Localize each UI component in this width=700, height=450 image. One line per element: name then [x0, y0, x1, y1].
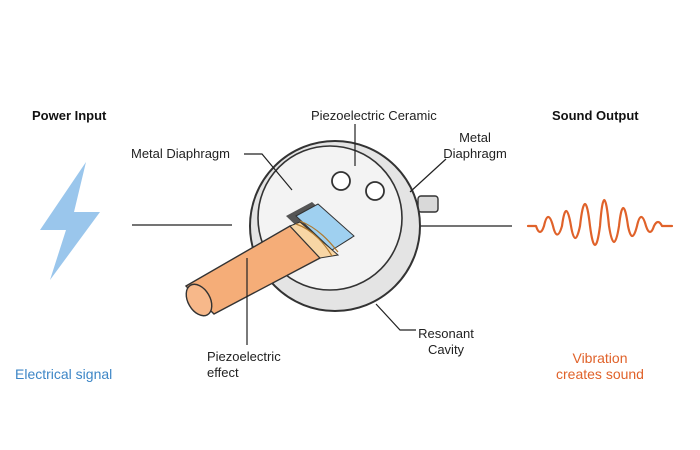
lightning-bolt-icon [40, 162, 100, 280]
piezo-ceramic-element [295, 203, 355, 251]
piezo-effect-line1: Piezoelectric [207, 349, 281, 364]
metal-diaphragm-label-right: Metal Diaphragm [430, 130, 520, 162]
resonant-line2: Cavity [427, 342, 465, 357]
metal-diaphragm-line1: Metal [459, 130, 491, 145]
sound-output-title: Sound Output [552, 108, 639, 123]
piezo-effect-line2: effect [207, 365, 239, 380]
housing-hole [365, 181, 385, 201]
vibration-caption-line1: Vibration [572, 350, 628, 366]
leader-lines [244, 124, 447, 345]
metal-diaphragm-line2: Diaphragm [443, 146, 507, 161]
waveform-icon [526, 199, 674, 247]
housing-hole [331, 171, 351, 191]
vibration-caption: Vibration creates sound [540, 350, 660, 382]
piezo-effect-label: Piezoelectric effect [207, 349, 281, 381]
resonant-cavity-label: Resonant Cavity [410, 326, 482, 358]
buzzer-housing [249, 140, 439, 312]
resonant-line1: Resonant [418, 326, 474, 341]
power-input-title: Power Input [32, 108, 107, 123]
metal-diaphragm-label-left: Metal Diaphragm [131, 146, 230, 161]
vibration-caption-line2: creates sound [556, 366, 644, 382]
lead-tube [184, 220, 340, 317]
electrical-signal-caption: Electrical signal [15, 366, 113, 382]
piezo-ceramic-label: Piezoelectric Ceramic [311, 108, 437, 123]
